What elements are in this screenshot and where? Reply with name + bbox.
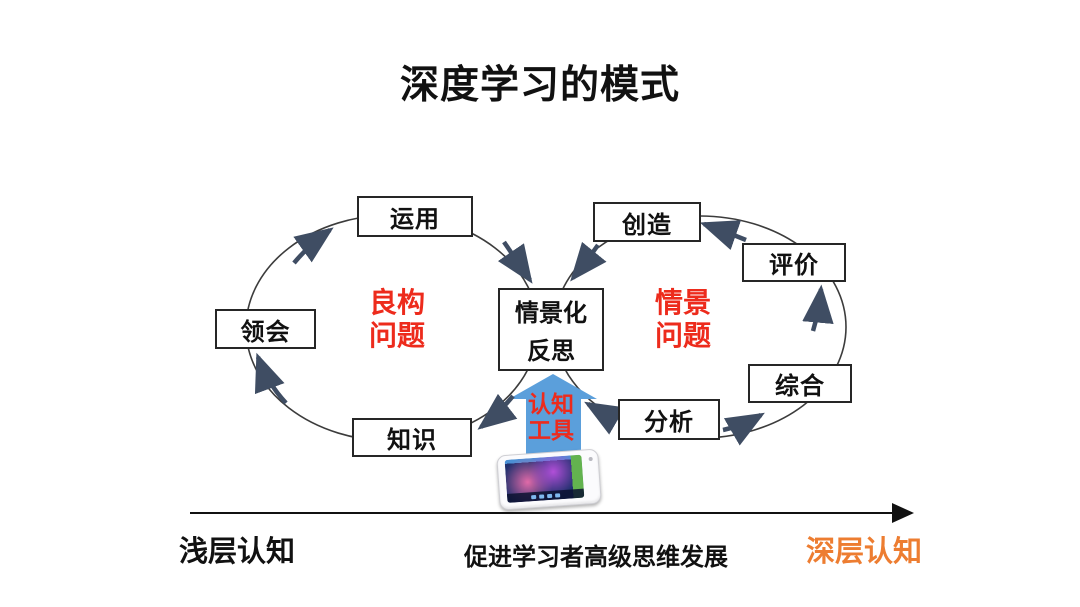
flow-arrow-fenxi-to-zonghe: [722, 412, 765, 446]
node-fenxi: 分析: [618, 399, 720, 440]
page-title: 深度学习的模式: [399, 64, 680, 107]
left-loop-label-line2: 问题: [368, 320, 425, 351]
left-loop-label-line1: 良构: [368, 287, 425, 318]
cognitive-tool-label-line1: 认知: [528, 391, 574, 417]
cognitive-tool-label: 认知 工具: [518, 391, 584, 443]
left-loop-label: 良构 问题: [341, 286, 453, 352]
tablet-screen-dock: [506, 488, 585, 503]
right-loop-label-line2: 问题: [654, 320, 711, 351]
right-loop-label: 情景 问题: [627, 286, 739, 352]
cognitive-tool-label-line2: 工具: [528, 417, 574, 443]
center-box-line2: 反思: [527, 338, 575, 365]
axis-label-shallow-cognition: 浅层认知: [179, 536, 296, 568]
flow-arrow-yunyong-to-fansi: [497, 240, 533, 284]
tablet-device-icon: [496, 448, 602, 511]
tablet-camera-dot: [588, 456, 593, 462]
node-yunyong: 运用: [357, 196, 473, 237]
node-pingjia: 评价: [742, 243, 846, 282]
node-chuangzao: 创造: [593, 202, 701, 242]
flow-arrow-zhishi-to-linghui: [254, 352, 288, 405]
node-zonghe: 综合: [748, 364, 852, 403]
center-box-line1: 情景化: [515, 300, 587, 327]
flow-arrow-chuangzao-to-fansi: [570, 241, 607, 282]
cognitive-tool-arrow: [509, 374, 597, 458]
flow-arrow-pingjia-to-chuangzao: [699, 220, 747, 251]
flow-arrow-fansi-to-zhishi: [477, 393, 518, 430]
flow-arrow-linghui-to-yunyong: [292, 227, 334, 265]
flow-arrow-zonghe-to-pingjia: [802, 284, 834, 332]
node-zhishi: 知识: [352, 418, 472, 457]
node-linghui: 领会: [215, 309, 316, 349]
node-contextual-reflection: 情景化 反思: [498, 288, 604, 371]
flow-arrow-fenxi-to-fansi: [584, 401, 626, 435]
axis-label-promote-thinking: 促进学习者高级思维发展: [464, 544, 728, 571]
right-loop-label-line1: 情景: [654, 287, 711, 318]
tablet-screen: [504, 454, 585, 503]
axis-label-deep-cognition: 深层认知: [806, 536, 923, 568]
